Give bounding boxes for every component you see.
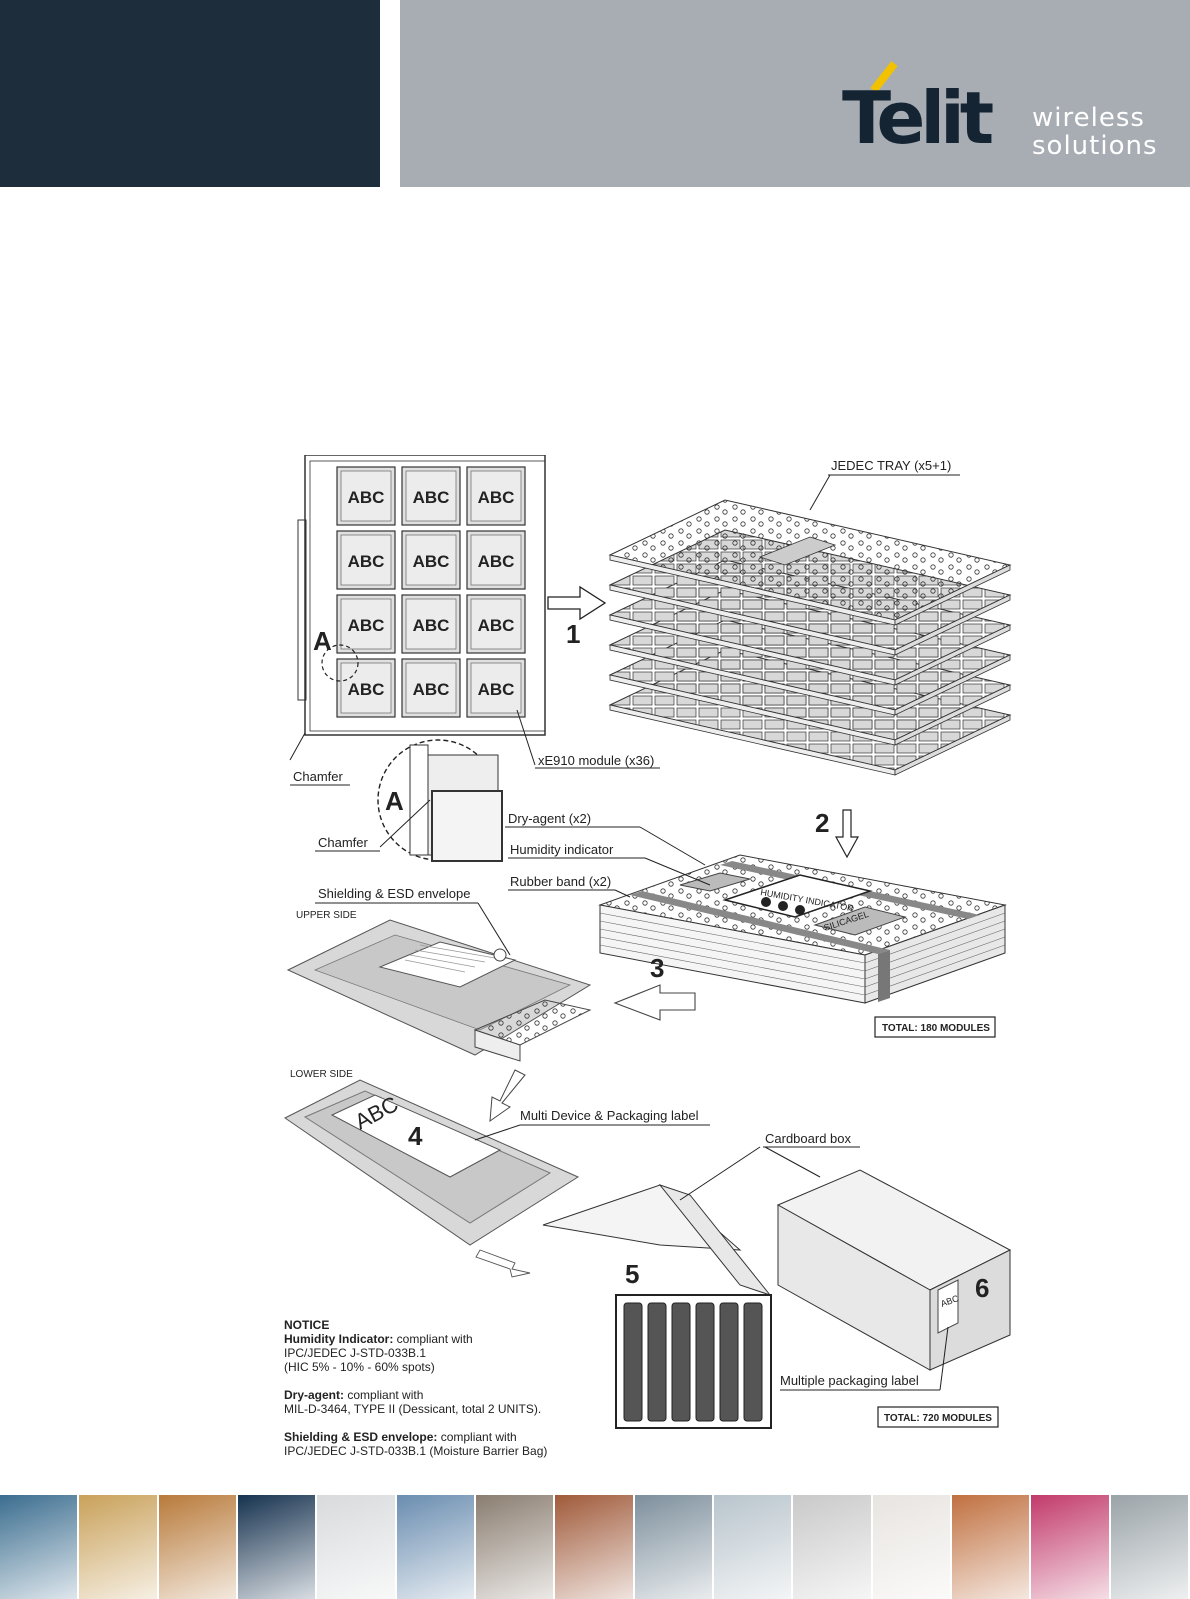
footer-photo-strip — [0, 1495, 1190, 1599]
tray-cell-label: ABC — [413, 680, 450, 699]
step-2-arrow: 2 — [815, 808, 860, 859]
detail-a-label: A — [385, 786, 404, 816]
shielding-envelope-label: Shielding & ESD envelope — [318, 886, 471, 901]
tray-cell: ABC — [401, 466, 461, 526]
tray-cell-label: ABC — [413, 488, 450, 507]
lower-side-label: LOWER SIDE — [290, 1069, 353, 1080]
tray-cell-label: ABC — [478, 552, 515, 571]
dry-agent-label: Dry-agent (x2) — [508, 811, 591, 826]
tray-cell: ABC — [336, 530, 396, 590]
header-grey-panel — [400, 0, 1190, 187]
step-4-label: 4 — [408, 1121, 423, 1151]
chamfer-label-detail: Chamfer — [318, 835, 369, 850]
packaging-diagram: ABC ABC ABC ABC ABC ABC ABC ABC ABC ABC ABC ABC A C… — [284, 455, 1012, 1429]
tray-cell: ABC — [466, 658, 526, 718]
stacked-tray — [608, 499, 1012, 626]
step-2-label: 2 — [815, 808, 829, 838]
tray-cell-label: ABC — [413, 616, 450, 635]
chamfer-label-top: Chamfer — [293, 769, 344, 784]
tray-cell-label: ABC — [478, 616, 515, 635]
esd-envelope-lower: ABC 4 — [284, 1079, 580, 1246]
boxed-tray — [695, 1302, 715, 1422]
humidity-indicator-label: Humidity indicator — [510, 842, 614, 857]
header-dark-panel — [0, 0, 380, 187]
tray-cell-label: ABC — [348, 680, 385, 699]
upper-side-label: UPPER SIDE — [296, 910, 357, 921]
tray-top-view: ABC ABC ABC ABC ABC ABC ABC ABC ABC ABC ABC ABC A C… — [289, 455, 660, 786]
logo-tagline: wireless solutions — [1032, 104, 1158, 160]
footer-photo-tile — [555, 1495, 633, 1599]
module-label: xE910 module (x36) — [538, 753, 654, 768]
telit-logo: Telit wireless solutions — [842, 60, 1172, 170]
notice-humidity: Humidity Indicator: compliant with IPC/J… — [284, 1332, 473, 1374]
notice-title: NOTICE — [284, 1318, 330, 1332]
step-1-label: 1 — [566, 619, 580, 649]
detail-a-view: A Chamfer — [315, 739, 503, 862]
step-6-label: 6 — [975, 1273, 989, 1303]
esd-envelope-upper — [286, 919, 592, 1062]
notice-block: NOTICE Humidity Indicator: compliant wit… — [284, 1318, 604, 1472]
footer-photo-tile — [1110, 1495, 1188, 1599]
tray-cell-label: ABC — [478, 680, 515, 699]
tray-cell: ABC — [401, 594, 461, 654]
envelope-down-arrow — [489, 1069, 526, 1123]
footer-photo-tile — [951, 1495, 1030, 1599]
footer-photo-tile — [793, 1495, 871, 1599]
logo-tagline-line-1: wireless — [1032, 103, 1145, 133]
footer-photo-tile — [475, 1495, 554, 1599]
boxed-tray — [647, 1302, 667, 1422]
step-3-label: 3 — [650, 953, 664, 983]
footer-photo-tile — [634, 1495, 712, 1599]
banded-bundle: HUMIDITY INDICATOR SILICAGEL — [598, 854, 1007, 1004]
footer-photo-tile — [872, 1495, 950, 1599]
jedec-tray-label: JEDEC TRAY (x5+1) — [831, 458, 951, 473]
multi-device-label: Multi Device & Packaging label — [520, 1108, 699, 1123]
total-180-label: TOTAL: 180 MODULES — [882, 1023, 990, 1034]
cardboard-box-label: Cardboard box — [765, 1131, 851, 1146]
tray-stack — [608, 499, 1012, 776]
footer-photo-tile — [0, 1495, 78, 1599]
tray-cell: ABC — [466, 530, 526, 590]
boxed-tray — [719, 1302, 739, 1422]
footer-photo-tile — [1031, 1495, 1109, 1599]
tray-cell-label: ABC — [478, 488, 515, 507]
footer-photo-tile — [79, 1495, 157, 1599]
rubber-band-label: Rubber band (x2) — [510, 874, 611, 889]
boxed-tray — [623, 1302, 643, 1422]
notice-dry-agent: Dry-agent: compliant with MIL-D-3464, TY… — [284, 1388, 542, 1416]
tray-cell: ABC — [336, 658, 396, 718]
boxed-tray — [743, 1302, 763, 1422]
footer-photo-tile — [237, 1495, 316, 1599]
tray-cell-label: ABC — [413, 552, 450, 571]
multiple-packaging-label: Multiple packaging label — [780, 1373, 919, 1388]
footer-photo-tile — [317, 1495, 395, 1599]
tray-cell: ABC — [466, 466, 526, 526]
tray-cell-label: ABC — [348, 616, 385, 635]
logo-wordmark: Telit — [842, 76, 994, 160]
footer-photo-tile — [396, 1495, 474, 1599]
total-720-label: TOTAL: 720 MODULES — [884, 1413, 992, 1424]
step-3-arrow: 3 — [613, 953, 696, 1021]
step-5-label: 5 — [625, 1259, 639, 1289]
step-1-arrow: 1 — [547, 585, 607, 649]
point-a-label: A — [313, 626, 332, 656]
tray-cell: ABC — [466, 594, 526, 654]
footer-photo-tile — [158, 1495, 236, 1599]
logo-tagline-line-2: solutions — [1032, 131, 1158, 161]
footer-photo-tile — [713, 1495, 792, 1599]
cardboard-box: ABC 6 — [776, 1169, 1012, 1371]
tray-cell: ABC — [401, 530, 461, 590]
tray-cell-label: ABC — [348, 488, 385, 507]
box-contents: 5 — [542, 1183, 772, 1429]
notice-shielding: Shielding & ESD envelope: compliant with… — [284, 1430, 548, 1458]
tray-cell: ABC — [401, 658, 461, 718]
tray-cell: ABC — [336, 594, 396, 654]
boxed-tray — [671, 1302, 691, 1422]
tray-cell-label: ABC — [348, 552, 385, 571]
tray-cell: ABC — [336, 466, 396, 526]
